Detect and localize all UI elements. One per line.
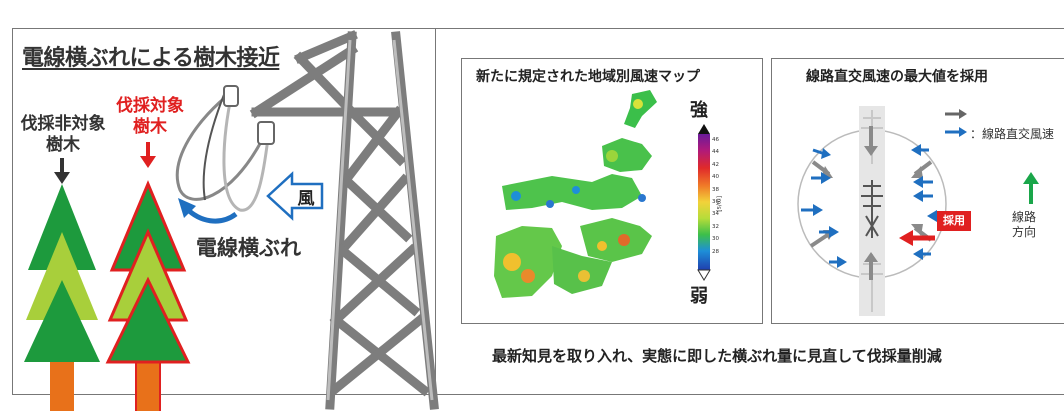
line-direction-label-line1: 線路 <box>1012 210 1037 224</box>
scale-tick: 32 <box>712 223 719 230</box>
left-panel-title: 電線横ぶれによる樹木接近 <box>22 46 280 71</box>
map-hotspots <box>503 99 646 283</box>
non-target-tree-label-line1: 伐採非対象 <box>20 114 106 134</box>
target-down-arrow-icon <box>140 142 156 168</box>
sway-label: 電線横ぶれ <box>196 236 301 260</box>
legend-blue-arrow-icon <box>945 127 967 137</box>
line-direction-label-line2: 方向 <box>1012 225 1037 239</box>
scale-tick: 44 <box>712 149 719 156</box>
scale-tick: 42 <box>712 161 719 168</box>
trees-illustration <box>24 30 439 411</box>
scale-tick: 38 <box>712 186 719 193</box>
target-tree-label-line1: 伐採対象 <box>116 96 184 116</box>
left-frame <box>12 28 436 395</box>
legend-orthogonal-wind-label: ：線路直交風速 <box>970 127 1055 141</box>
conclusion-text: 最新知見を取り入れ、実態に即した横ぶれ量に見直して伐採量削減 <box>492 347 942 365</box>
insulator-icon <box>223 85 275 145</box>
target-tree-label-line2: 樹木 <box>133 117 167 137</box>
scale-tick: 28 <box>712 248 719 255</box>
map-strong-label: 強 <box>690 100 708 121</box>
map-weak-label: 弱 <box>690 286 708 307</box>
tower-highlight <box>326 39 434 401</box>
wind-speed-map <box>492 86 692 302</box>
direction-panel <box>771 58 1064 324</box>
map-color-scale <box>697 124 711 281</box>
direction-diagram <box>797 106 1039 316</box>
map-scale-ticks: 46 44 42 40 38 36 34 32 30 28 <box>712 134 732 258</box>
non-target-tree <box>24 184 100 411</box>
map-scale-unit: [m/s] <box>715 196 722 212</box>
scale-tick: 46 <box>712 137 719 143</box>
legend-gray-arrow-icon <box>945 109 967 119</box>
non-target-down-arrow-icon <box>54 158 70 184</box>
wind-arrow-icon <box>266 171 324 221</box>
tower-pictogram-icon <box>861 180 883 238</box>
line-direction-label: 線路 方向 <box>1012 210 1036 240</box>
transmission-tower <box>249 30 439 410</box>
scale-tick: 34 <box>712 211 719 218</box>
non-target-tree-label: 伐採非対象 樹木 <box>18 114 108 156</box>
non-target-tree-label-line2: 樹木 <box>46 135 80 155</box>
scale-tick: 36 <box>712 199 719 206</box>
scale-tick: 30 <box>712 236 719 243</box>
direction-panel-title: 線路直交風速の最大値を採用 <box>806 69 988 85</box>
map-land <box>494 90 657 298</box>
swinging-wire <box>175 90 270 212</box>
adopted-red-arrow-icon <box>899 230 935 246</box>
scale-tick: 40 <box>712 174 719 181</box>
target-tree-label: 伐採対象 樹木 <box>105 96 195 138</box>
target-tree <box>105 180 191 411</box>
wind-label: 風 <box>297 189 315 209</box>
adopted-badge: 採用 <box>937 211 971 231</box>
sway-arrow-icon <box>178 198 238 224</box>
map-panel-title: 新たに規定された地域別風速マップ <box>476 69 700 85</box>
blue-wind-arrows <box>801 144 947 268</box>
right-frame <box>434 28 1064 395</box>
line-direction-green-arrow-icon <box>1023 172 1039 204</box>
